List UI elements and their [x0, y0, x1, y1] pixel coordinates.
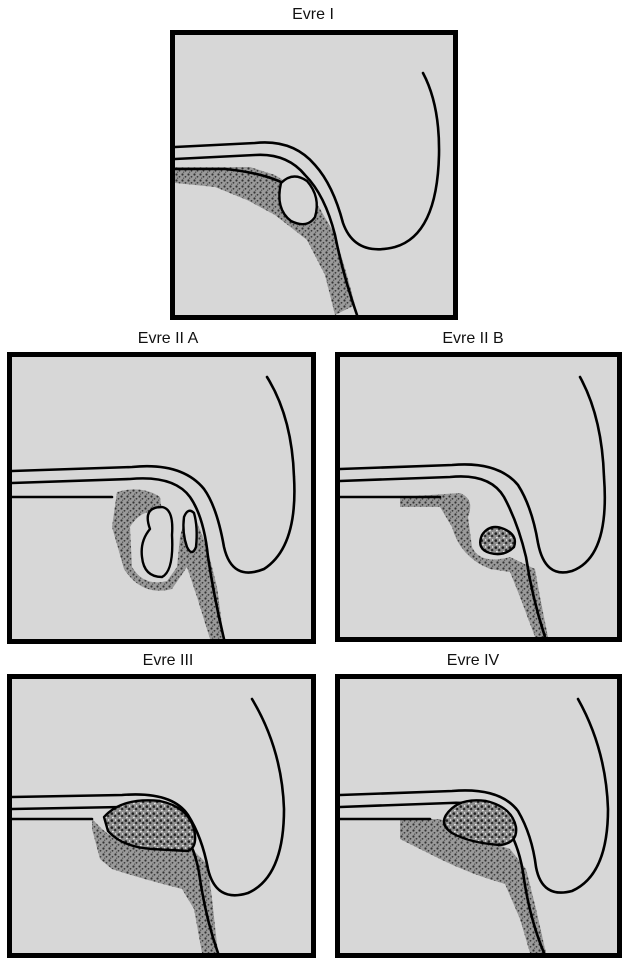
- lesion: [480, 527, 515, 554]
- stage-2a-label: Evre II A: [108, 330, 228, 348]
- stage-2b-label: Evre II B: [408, 330, 538, 348]
- stage-3-diagram: [12, 679, 311, 953]
- stage-2a-panel: [7, 352, 316, 644]
- stipple-region: [175, 167, 355, 315]
- stage-4-label: Evre IV: [408, 652, 538, 670]
- stage-2b-diagram: [340, 357, 617, 637]
- stipple-region: [400, 493, 548, 637]
- stage-1-diagram: [175, 35, 453, 315]
- stage-4-panel: [335, 674, 622, 958]
- stage-1-label: Evre I: [258, 6, 368, 24]
- upper-contour-line: [340, 377, 605, 572]
- stage-3-panel: [7, 674, 316, 958]
- stage-4-diagram: [340, 679, 617, 953]
- stage-2a-diagram: [12, 357, 311, 639]
- stage-3-label: Evre III: [108, 652, 228, 670]
- cyst-outline: [142, 507, 173, 577]
- stage-1-panel: [170, 30, 458, 320]
- projection-outline: [183, 511, 196, 552]
- stage-2b-panel: [335, 352, 622, 642]
